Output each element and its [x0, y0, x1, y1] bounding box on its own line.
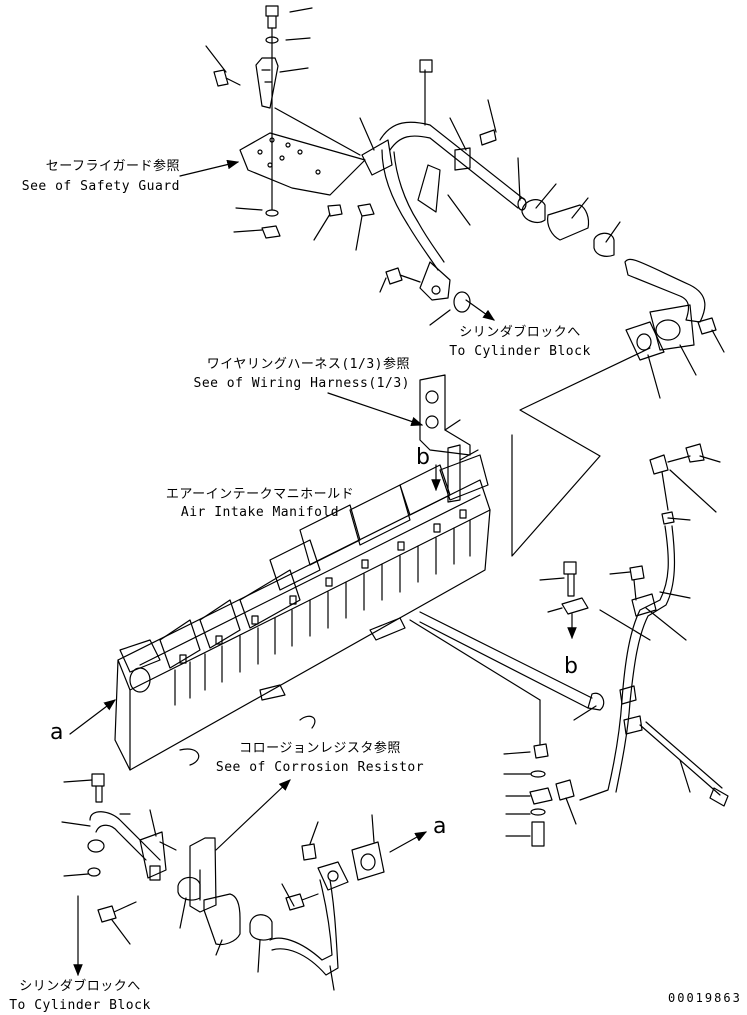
side-bolt-1: [214, 70, 240, 86]
label-safety-guard-jp: セーフライガード参照: [45, 159, 180, 174]
bolt-right-mid-2: [630, 566, 644, 600]
fitting-bolt-lower: [532, 822, 544, 846]
fitting-washer-1: [531, 771, 545, 777]
flange-gasket: [626, 322, 664, 360]
label-cyl-block-top-jp: シリンダブロックへ: [459, 325, 581, 340]
drawing-code: 00019863: [668, 991, 742, 1005]
label-wiring-jp: ワイヤリングハーネス(1/3)参照: [206, 357, 410, 372]
safety-guard-plate: [240, 108, 365, 195]
nut-small-2: [358, 204, 374, 216]
sensor-and-harness: [580, 444, 728, 806]
bolt-lower-left: [98, 902, 136, 922]
fitting-washer-2: [531, 809, 545, 815]
lower-left-pipe: [88, 774, 166, 880]
label-corrosion-en: See of Corrosion Resistor: [215, 760, 425, 775]
bolt-right-1: [480, 130, 496, 145]
bolt-mid-left: [386, 268, 420, 284]
marker-a-left: a: [50, 720, 64, 745]
clamp-2: [594, 233, 614, 256]
bolt-top-pipe: [420, 60, 432, 72]
clamp-1: [522, 200, 545, 223]
marker-b-top: b: [416, 445, 430, 470]
gasket-round-top: [454, 292, 470, 312]
label-cyl-block-bottom-en: To Cylinder Block: [9, 998, 151, 1013]
washer-lower-1: [266, 210, 278, 216]
air-intake-manifold: [115, 455, 490, 770]
label-corrosion-jp: コロージョンレジスタ参照: [239, 741, 401, 756]
label-manifold-en: Air Intake Manifold: [180, 505, 340, 520]
clamp-lower-1: [178, 877, 200, 900]
marker-a-right: a: [433, 814, 447, 839]
pipe-end: [588, 693, 604, 710]
label-wiring-en: See of Wiring Harness(1/3): [193, 376, 410, 391]
clamp-lower-2: [250, 915, 272, 940]
elbow-pipe: [625, 259, 705, 322]
hose-short-top: [548, 205, 589, 240]
harness-bracket: [420, 375, 478, 502]
label-cyl-block-bottom-jp: シリンダブロックへ: [19, 979, 141, 994]
gasket-lower: [352, 842, 384, 880]
top-washer: [266, 37, 278, 43]
fitting-elbow: [530, 788, 552, 804]
lower-elbow-pipe: [270, 862, 348, 975]
lower-o-ring: [88, 868, 100, 876]
bolt-lower-elbow: [286, 894, 318, 910]
hose-lower: [204, 894, 240, 945]
label-safety-guard-en: See of Safety Guard: [21, 179, 180, 194]
plate-small: [562, 598, 588, 614]
corrosion-bracket: [190, 838, 216, 912]
nut-lower-1: [262, 226, 280, 238]
top-coolant-pipe: [362, 122, 526, 300]
sensor-lower: [302, 844, 316, 860]
clip-bracket: [256, 58, 278, 108]
bolt-right-mid-1: [564, 562, 576, 596]
label-cyl-block-top-en: To Cylinder Block: [449, 344, 591, 359]
flange-bolt: [698, 318, 716, 334]
nut-small-1: [328, 205, 342, 216]
label-manifold-jp: エアーインテークマニホールド: [165, 487, 355, 502]
marker-b-right: b: [564, 654, 578, 679]
fitting-nut: [534, 744, 548, 758]
